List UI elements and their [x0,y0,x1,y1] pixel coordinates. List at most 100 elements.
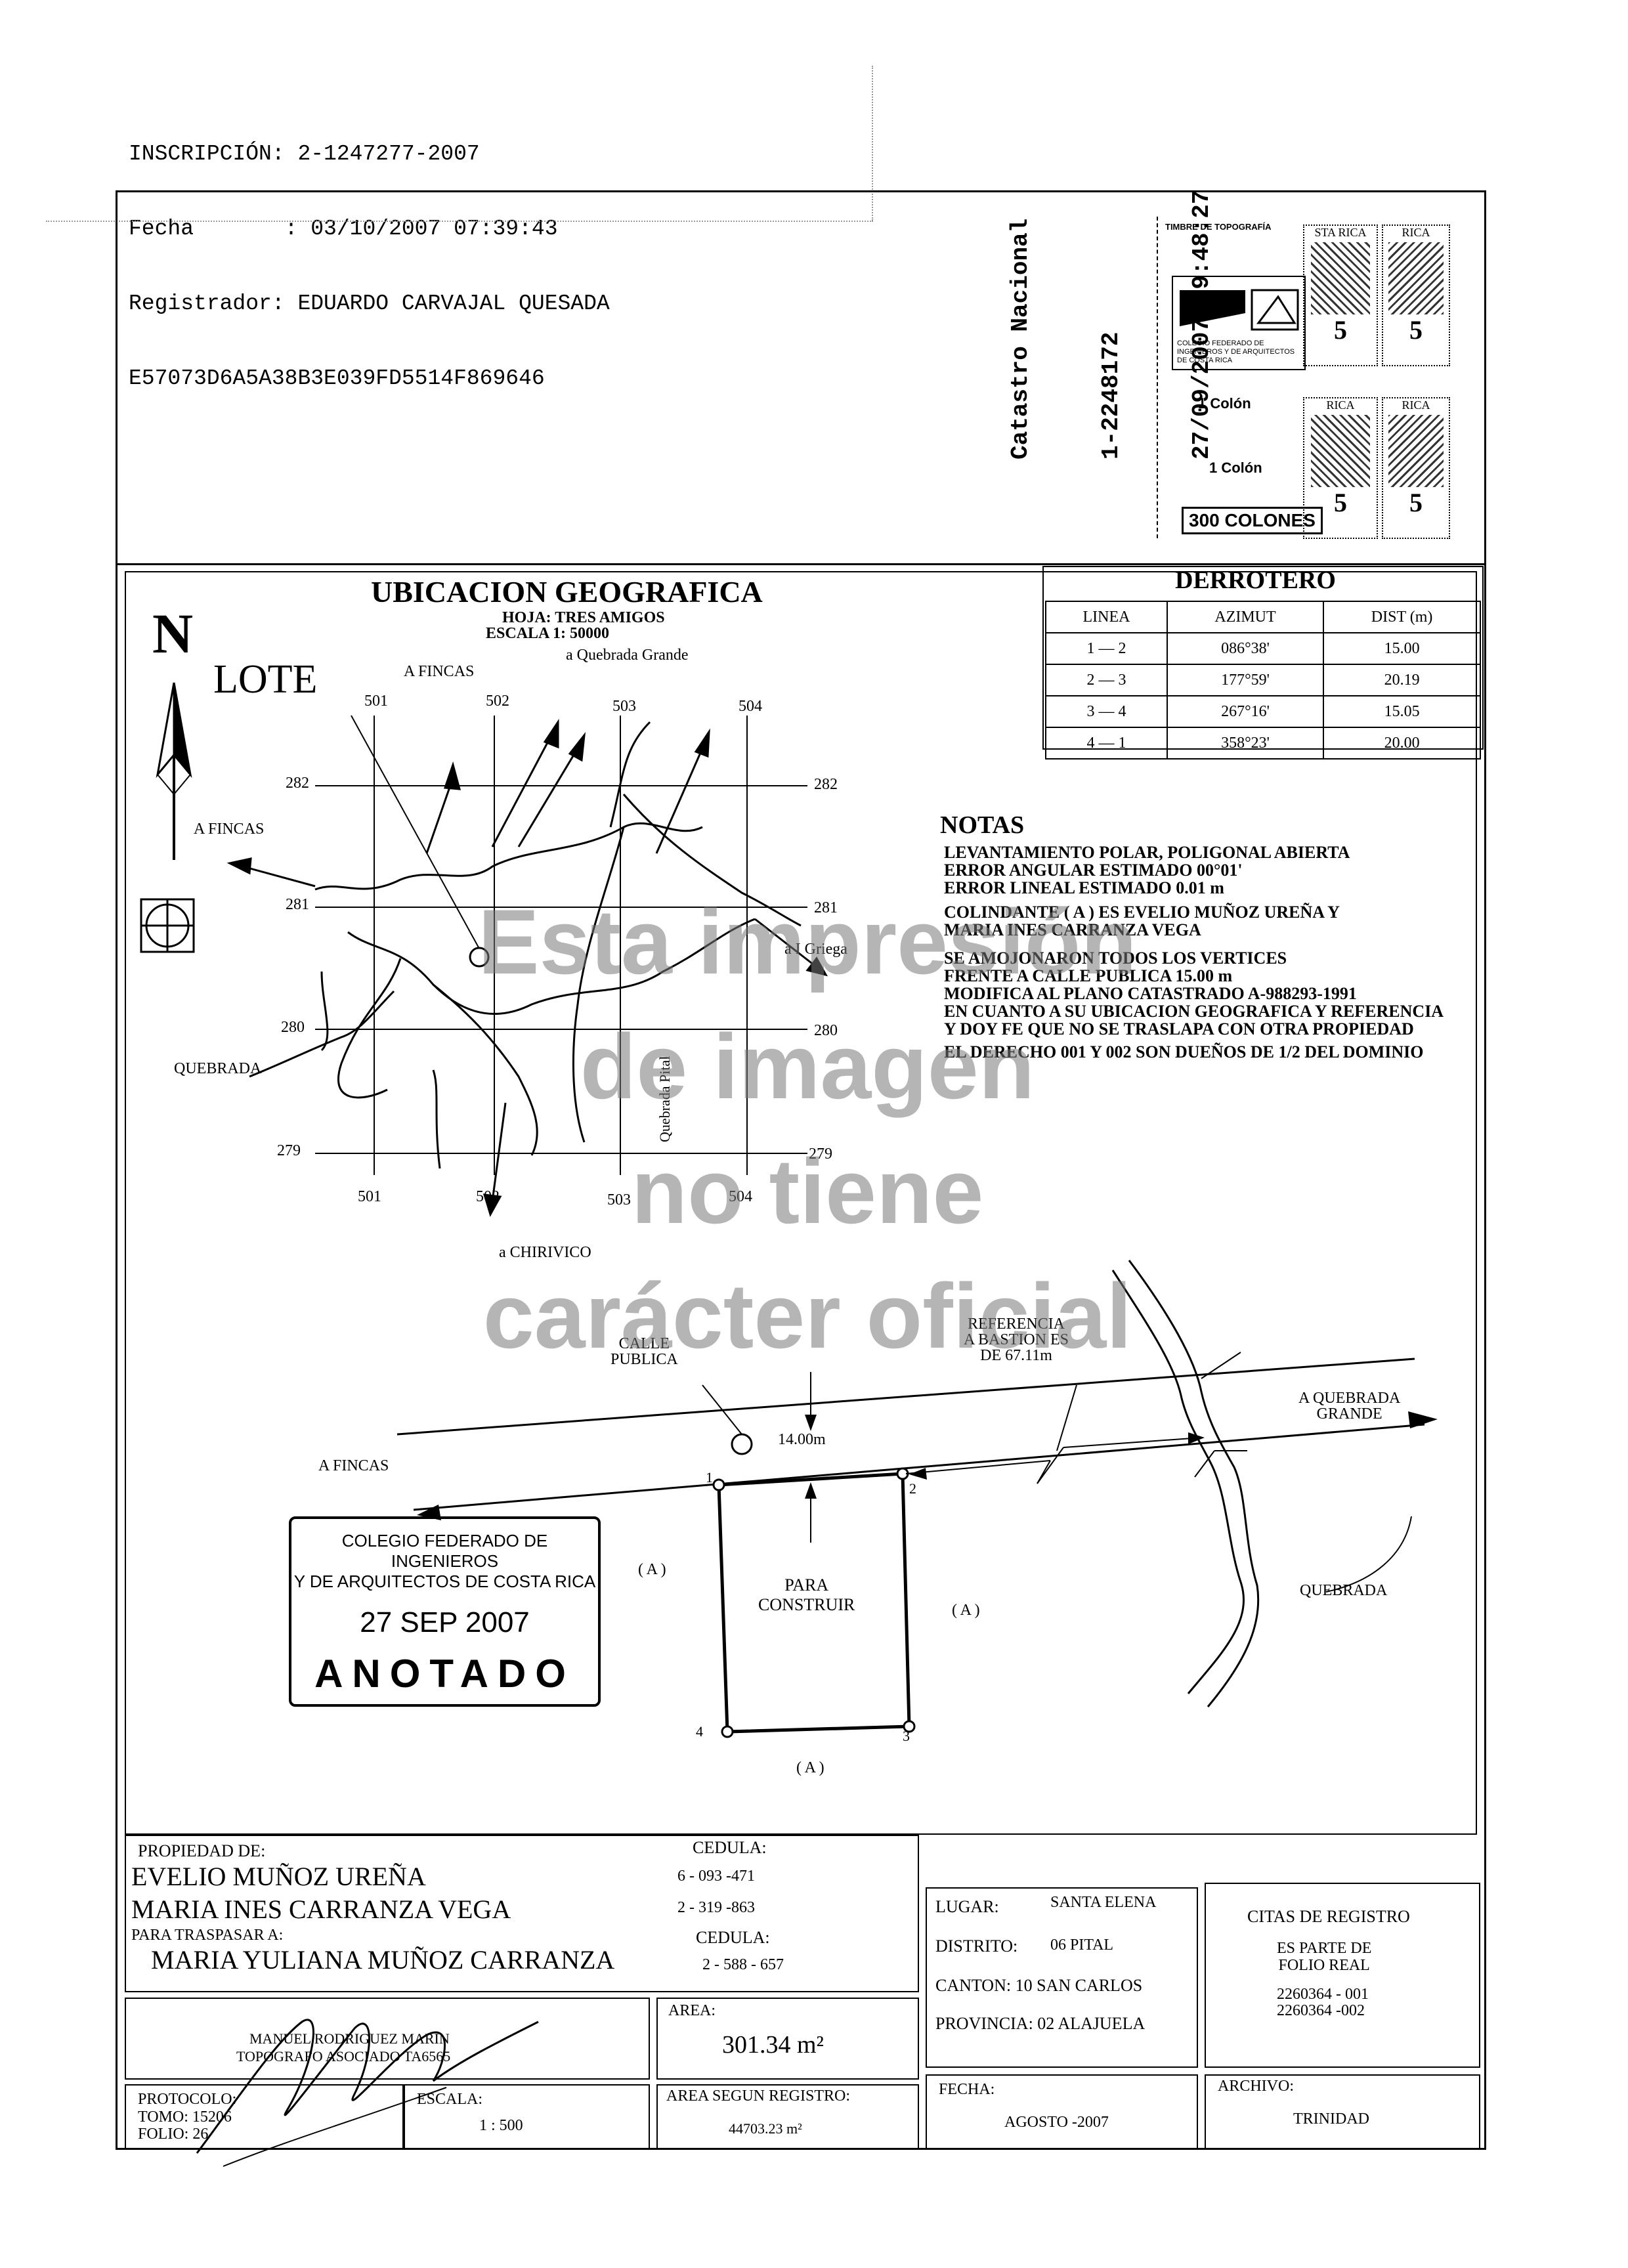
grid-x-503-top: 503 [612,698,636,715]
fiscal-stamp-2-value: 5 [1409,315,1423,345]
lugar-value: SANTA ELENA [1050,1894,1157,1911]
inscripcion-line: INSCRIPCIÓN: 2-1247277-2007 [129,142,480,166]
table-row: 4 — 1 358°23' 20.00 [1045,727,1481,760]
fiscal-stamp-1: STA RICA 5 [1303,225,1378,366]
grid-y-281-left: 281 [286,896,309,913]
fecha-label: FECHA: [939,2081,995,2098]
nota-line: MARIA INES CARRANZA VEGA [944,920,1201,939]
timbre-300-colones: 300 COLONES [1182,507,1323,534]
distrito-label: DISTRITO: [935,1936,1018,1956]
citas-es-parte: ES PARTE DE FOLIO REAL [1277,1940,1371,1974]
grid-x-502-top: 502 [486,693,509,710]
escala-box [404,2084,650,2150]
inner-frame [125,571,1477,1835]
watermark-text: Esta impresión de imagen no tiene caráct… [446,880,1168,1379]
colegio-timbre-text: COLEGIO FEDERADO DE INGENIEROS Y DE ARQU… [1177,339,1295,364]
area-box [656,1998,919,2080]
area-label: AREA: [668,2002,716,2019]
ubicacion-title: UBICACION GEOGRAFICA [371,575,763,609]
calle-publica-label: CALLE PUBLICA [610,1336,678,1367]
derrotero-cell: 15.00 [1323,632,1481,665]
owner-1: EVELIO MUÑOZ UREÑA [131,1862,426,1891]
top-section-divider [116,563,1486,565]
fiscal-stamp-2: RICA 5 [1382,225,1450,366]
owner-2: MARIA INES CARRANZA VEGA [131,1894,511,1924]
derrotero-table: LINEA AZIMUT DIST (m) 1 — 2 086°38' 15.0… [1045,601,1481,760]
vertex-2: 2 [909,1480,916,1497]
grid-y-279-right: 279 [809,1145,832,1163]
derrotero-cell: 3 — 4 [1045,695,1168,728]
grid-y-279-left: 279 [277,1142,301,1159]
table-row: 1 — 2 086°38' 15.00 [1045,632,1481,665]
nota-line: EL DERECHO 001 Y 002 SON DUEÑOS DE 1/2 D… [944,1042,1424,1061]
escala-value: 1 : 500 [479,2117,523,2134]
lugar-box [926,1887,1198,2068]
derrotero-cell: 1 — 2 [1045,632,1168,665]
fiscal-stamp-3-value: 5 [1334,488,1347,517]
grid-y-282-left: 282 [286,775,309,792]
calle-label-line2: PUBLICA [610,1351,678,1368]
grid-x-504-bottom: 504 [729,1188,752,1205]
protocolo-tomo: TOMO: 15206 [138,2108,232,2126]
derrotero-cell: 20.19 [1323,664,1481,696]
nota-line: ERROR LINEAL ESTIMADO 0.01 m [944,878,1224,897]
dist-14-label: 14.00m [778,1431,826,1448]
fiscal-stamp-1-label: STA RICA [1314,226,1367,239]
derrotero-col-azimut: AZIMUT [1166,601,1325,633]
escala-label: ESCALA: [417,2091,483,2108]
nota-line: ERROR ANGULAR ESTIMADO 00°01' [944,861,1243,880]
derrotero-cell: 177°59' [1166,664,1325,696]
watermark-line2: de imagen [580,1015,1035,1118]
referencia-line3: DE 67.11m [980,1347,1052,1364]
derrotero-cell: 267°16' [1166,695,1325,728]
derrotero-cell: 4 — 1 [1045,727,1168,760]
map-a-i-griega: a I Griega [784,941,847,958]
derrotero-cell: 15.05 [1323,695,1481,728]
protocolo-label: PROTOCOLO: [138,2091,237,2108]
para-construir-label: PARA CONSTRUIR [758,1575,855,1615]
seal-date: 27 SEP 2007 [360,1606,530,1638]
map-a-fincas-top: A FINCAS [404,663,475,680]
seal-line1: COLEGIO FEDERADO DE INGENIEROS [341,1531,548,1571]
fiscal-stamp-3-art [1311,415,1370,487]
derrotero-col-linea: LINEA [1045,601,1168,633]
map-a-quebrada-grande: a Quebrada Grande [566,647,689,664]
registrador-line: Registrador: EDUARDO CARVAJAL QUESADA [129,291,610,316]
timbre-colon-2: 1 Colón [1209,460,1262,476]
cedula-2: 2 - 319 -863 [677,1899,755,1916]
hash-line: E57073D6A5A38B3E039FD5514F869646 [129,366,545,391]
grid-x-502-bottom: 502 [476,1188,500,1205]
distrito-value: 06 PITAL [1050,1936,1114,1954]
area-registro-box [656,2084,919,2150]
nota-line: MODIFICA AL PLANO CATASTRADO A-988293-19… [944,984,1357,1003]
timbre-title: TIMBRE DE TOPOGRAFÍA [1165,222,1272,232]
grid-x-501-top: 501 [364,693,388,710]
watermark-line4: carácter oficial [482,1264,1132,1367]
nota-line: EN CUANTO A SU UBICACION GEOGRAFICA Y RE… [944,1002,1444,1021]
derrotero-cell: 2 — 3 [1045,664,1168,696]
propiedad-box [125,1835,919,1992]
watermark-line3: no tiene [631,1140,984,1243]
citas-box [1205,1883,1480,2068]
area-registro-label: AREA SEGUN REGISTRO: [666,2087,851,2105]
table-row: 2 — 3 177°59' 20.19 [1045,664,1481,696]
area-registro-value: 44703.23 m² [729,2120,802,2137]
referencia-line1: REFERENCIA [968,1316,1065,1333]
north-arrow-icon [156,682,192,860]
grid-y-280-right: 280 [814,1022,838,1039]
derrotero-col-dist: DIST (m) [1323,601,1481,633]
catastro-title: Catastro Nacional [1007,218,1034,460]
grid-x-503-bottom: 503 [607,1191,631,1209]
citas-title: CITAS DE REGISTRO [1247,1907,1410,1926]
catastro-number: 1-2248172 [1098,332,1125,460]
grid-x-504-top: 504 [739,698,762,715]
header-dotted-vertical [872,66,873,221]
archivo-box [1205,2074,1480,2150]
notas-list: LEVANTAMIENTO POLAR, POLIGONAL ABIERTA E… [944,844,1444,1061]
citas-es-parte-line1: ES PARTE DE [1277,1940,1372,1957]
colegio-logo-icon [1180,289,1299,331]
map-quebrada: QUEBRADA [174,1060,262,1077]
archivo-value: TRINIDAD [1293,2110,1369,2128]
colindante-left: ( A ) [638,1561,666,1578]
timbre-300-label: 300 COLONES [1189,510,1316,530]
